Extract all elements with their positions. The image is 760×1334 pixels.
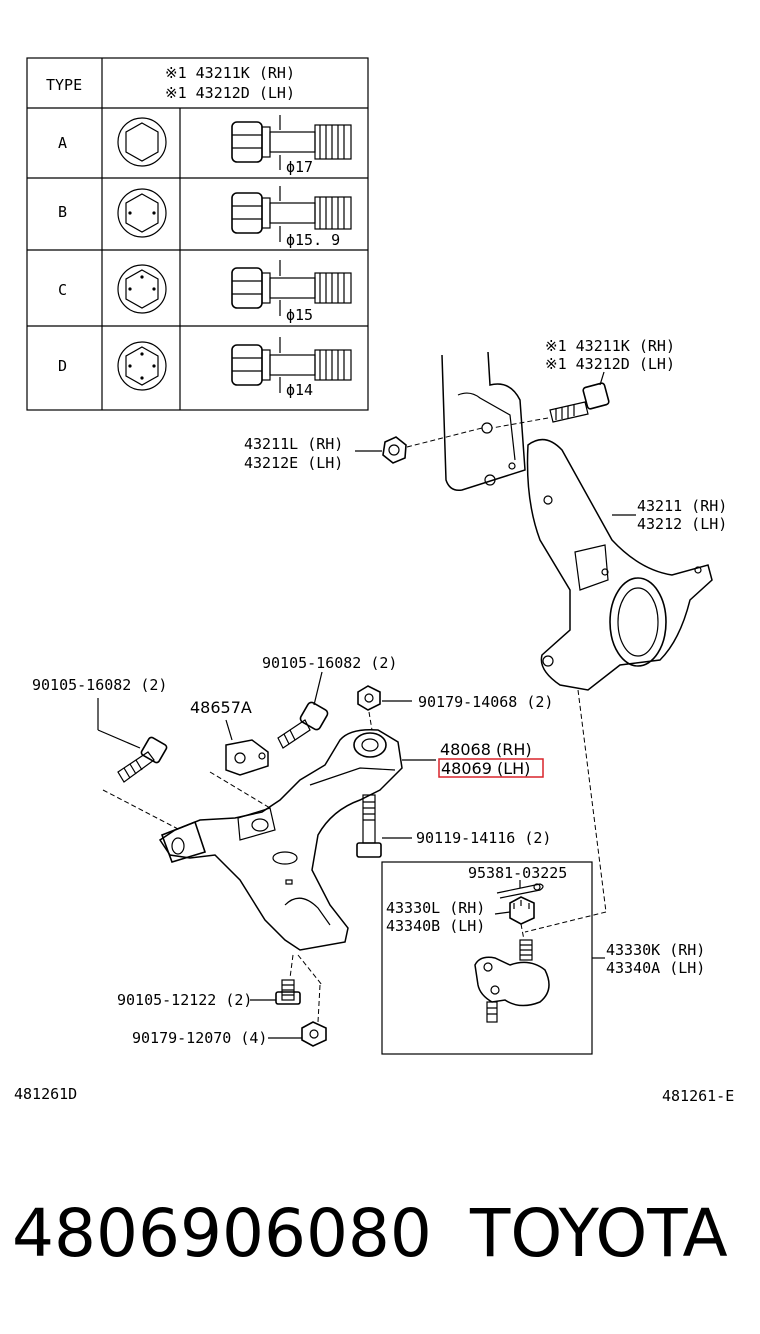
bolt-side-b-icon xyxy=(231,186,352,242)
label-bottom-bolt: 90105-12122 (2) xyxy=(117,991,252,1009)
bottom-nut-icon xyxy=(301,1021,327,1047)
label-top-nut: 90179-14068 (2) xyxy=(418,693,553,711)
footer-brand: TOYOTA xyxy=(469,1195,728,1272)
ref-code-left: 481261D xyxy=(14,1085,77,1103)
label-knuckle-lh: 43212 (LH) xyxy=(637,515,727,533)
label-ball-joint-lh: 43340A (LH) xyxy=(606,959,705,977)
label-knuckle-rh: 43211 (RH) xyxy=(637,497,727,515)
bolt-head-c-icon xyxy=(117,264,167,314)
table-header-part-lh: ※1 43212D (LH) xyxy=(165,84,295,102)
table-row-type-d: D xyxy=(58,357,67,375)
strut-lower-bracket xyxy=(441,351,526,492)
label-castle-nut-rh: 43330L (RH) xyxy=(386,899,485,917)
ref-code-right: 481261-E xyxy=(662,1087,734,1105)
bottom-bolt-icon xyxy=(275,979,301,1005)
table-header-part-rh: ※1 43211K (RH) xyxy=(165,64,295,82)
castle-nut-icon xyxy=(509,896,535,925)
label-ball-joint-rh: 43330K (RH) xyxy=(606,941,705,959)
left-bolt-icon xyxy=(117,736,168,783)
steering-knuckle xyxy=(526,438,713,691)
label-arm-rh: 48068 (RH) xyxy=(440,740,532,759)
highlight-box xyxy=(438,758,544,778)
strut-nut-icon xyxy=(382,436,407,464)
table-row-type-a: A xyxy=(58,134,67,152)
label-strut-nut-lh: 43212E (LH) xyxy=(244,454,343,472)
table-row-dim-b: ϕ15. 9 xyxy=(286,231,340,249)
label-left-bolt: 90105-16082 (2) xyxy=(32,676,167,694)
label-arm-lh: 48069 (LH) xyxy=(441,759,530,778)
bracket-48657a-icon xyxy=(225,739,269,776)
label-mid-bolt: 90105-16082 (2) xyxy=(262,654,397,672)
table-row-dim-c: ϕ15 xyxy=(286,306,313,324)
bolt-side-c-icon xyxy=(231,260,352,316)
label-stud-bolt: 90119-14116 (2) xyxy=(416,829,551,847)
top-nut-icon xyxy=(357,685,381,711)
label-upper-bolt-rh: ※1 43211K (RH) xyxy=(545,337,675,355)
bolt-type-table: TYPE ※1 43211K (RH) ※1 43212D (LH) A B C… xyxy=(26,57,369,411)
mid-bolt-icon xyxy=(277,701,329,749)
ball-joint-icon xyxy=(474,939,550,1023)
label-upper-bolt-lh: ※1 43212D (LH) xyxy=(545,355,675,373)
stud-bolt-icon xyxy=(356,794,382,858)
label-castle-nut-lh: 43340B (LH) xyxy=(386,917,485,935)
cotter-pin-icon xyxy=(496,883,544,899)
table-row-dim-a: ϕ17 xyxy=(286,158,313,176)
bolt-head-a-icon xyxy=(117,117,167,167)
table-row-dim-d: ϕ14 xyxy=(286,381,313,399)
bolt-side-a-icon xyxy=(231,115,352,170)
upper-bolt-icon xyxy=(549,382,610,423)
table-header-type: TYPE xyxy=(46,76,82,94)
label-bottom-nut: 90179-12070 (4) xyxy=(132,1029,267,1047)
table-row-type-c: C xyxy=(58,281,67,299)
bolt-side-d-icon xyxy=(231,337,352,393)
bolt-head-b-icon xyxy=(117,188,167,238)
label-bracket: 48657A xyxy=(190,698,252,717)
label-cotter-pin: 95381-03225 xyxy=(468,864,567,882)
bolt-head-d-icon xyxy=(117,341,167,391)
label-strut-nut-rh: 43211L (RH) xyxy=(244,435,343,453)
footer-part-number: 4806906080 xyxy=(12,1195,432,1272)
table-row-type-b: B xyxy=(58,203,67,221)
lower-control-arm xyxy=(158,728,403,951)
